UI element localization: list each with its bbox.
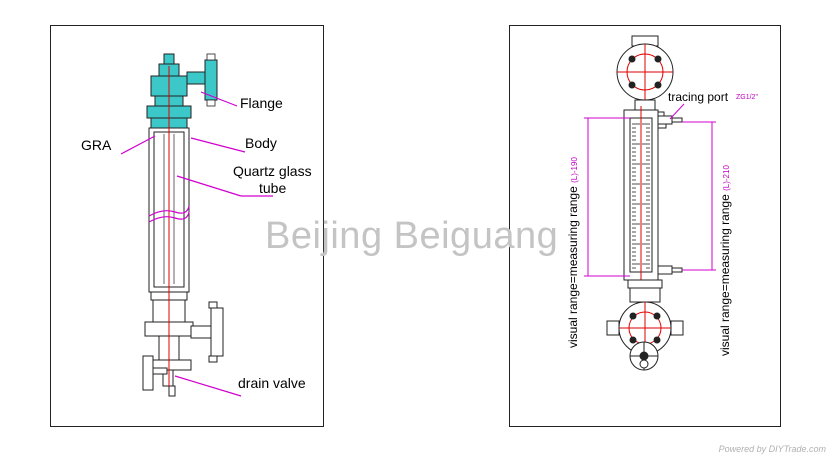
lower-flange [190,301,224,363]
tracing-port-spec: ZG1/2" [736,94,758,101]
footer-credit: Powered by DIYTrade.com [718,444,826,454]
scale-body [623,106,659,288]
drain-valve [142,355,176,397]
gra-label: GRA [81,137,112,153]
top-connector [146,53,218,129]
gauge-front-view-drawing [584,35,716,371]
bottom-flange-disc [606,301,684,368]
flange-label: Flange [240,95,283,111]
watermark-text: Beijing Beiguang [265,215,559,257]
body-tube [142,127,194,371]
quartz-label-line2: tube [259,180,287,196]
leader-lines [120,91,273,397]
tracing-port-label: tracing port [668,90,729,104]
dimension-lines [584,103,716,277]
tracing-port-top [657,115,683,125]
gauge-cross-section-drawing [120,53,273,397]
right-diagram-panel: tracing port ZG1/2" visual range=measuri… [509,25,781,427]
scale-ticks [632,123,650,269]
left-dimension-text: visual range=measuring range (L)-190 [566,157,580,348]
left-diagram-panel: Flange GRA Body Quartz glass tube drain … [50,25,324,427]
right-dimension-text: visual range=measuring range (L)-210 [718,165,732,356]
body-label: Body [245,135,277,151]
quartz-label-line1: Quartz glass [233,163,312,179]
drain-handwheel [629,341,659,371]
top-flange-disc [616,35,674,113]
tracing-port-bottom [657,265,683,275]
drain-valve-label: drain valve [238,375,306,391]
